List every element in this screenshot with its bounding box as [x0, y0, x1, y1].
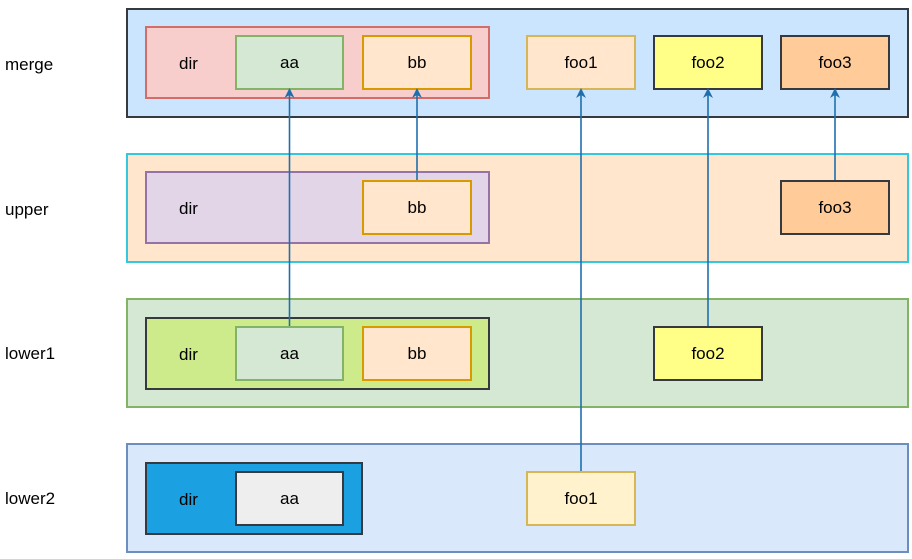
lower1-foo2-box: foo2: [653, 326, 763, 381]
lower1-bb-label: bb: [407, 343, 427, 363]
lower2-foo1-label: foo1: [564, 488, 598, 508]
lower2-foo1-box: foo1: [526, 471, 636, 526]
merge-foo1-box: foo1: [526, 35, 636, 90]
lower1-aa-box: aa: [235, 326, 344, 381]
label-lower2: lower2: [5, 489, 56, 508]
lower1-foo2-label: foo2: [691, 343, 725, 363]
merge-bb-box: bb: [362, 35, 472, 90]
lower1-bb-box: bb: [362, 326, 472, 381]
merge-dir-label: dir: [179, 54, 198, 73]
upper-bb-label: bb: [407, 197, 427, 217]
lower1-aa-label: aa: [280, 343, 299, 363]
label-upper: upper: [5, 200, 49, 219]
lower2-aa-label: aa: [280, 488, 299, 508]
upper-dir-label: dir: [179, 199, 198, 218]
merge-foo3-box: foo3: [780, 35, 890, 90]
lower2-aa-box: aa: [235, 471, 344, 526]
label-merge: merge: [5, 55, 54, 74]
merge-foo1-label: foo1: [564, 52, 598, 72]
merge-foo2-box: foo2: [653, 35, 763, 90]
merge-aa-label: aa: [280, 52, 299, 72]
upper-bb-box: bb: [362, 180, 472, 235]
upper-foo3-box: foo3: [780, 180, 890, 235]
merge-foo3-label: foo3: [818, 52, 852, 72]
label-lower1: lower1: [5, 344, 56, 363]
lower1-dir-label: dir: [179, 345, 198, 364]
lower2-dir-label: dir: [179, 490, 198, 509]
upper-foo3-label: foo3: [818, 197, 852, 217]
merge-foo2-label: foo2: [691, 52, 725, 72]
merge-aa-box: aa: [235, 35, 344, 90]
merge-bb-label: bb: [407, 52, 427, 72]
